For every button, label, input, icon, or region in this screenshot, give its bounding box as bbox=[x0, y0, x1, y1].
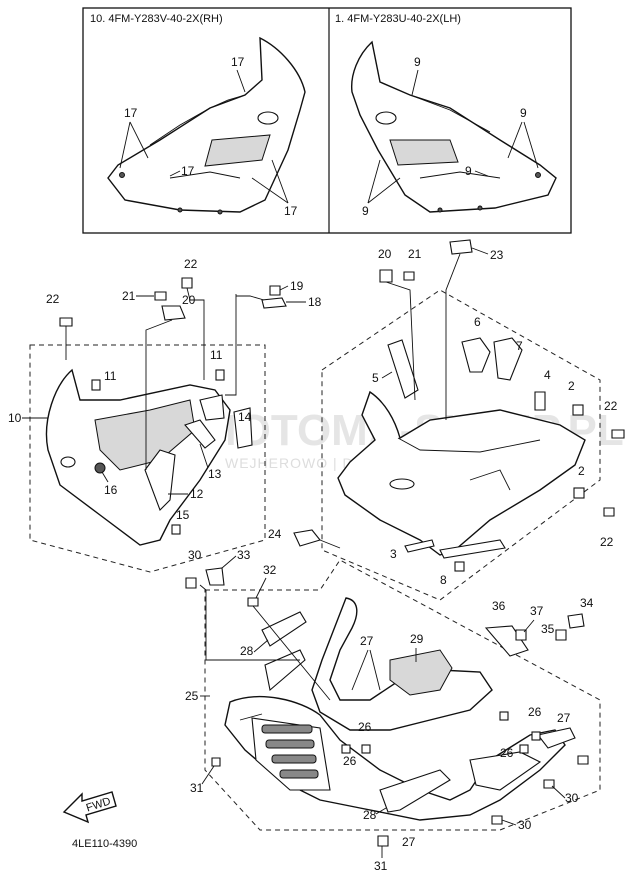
callout-9: 9 bbox=[362, 204, 369, 218]
callout-5: 5 bbox=[372, 371, 379, 385]
callout-22: 22 bbox=[604, 399, 618, 413]
callout-28: 28 bbox=[240, 644, 254, 658]
callout-27: 27 bbox=[557, 711, 571, 725]
callout-21: 21 bbox=[408, 247, 422, 261]
callout-31: 31 bbox=[190, 781, 204, 795]
callout-20: 20 bbox=[182, 293, 196, 307]
callout-31: 31 bbox=[374, 859, 388, 873]
inset-frame bbox=[82, 7, 572, 234]
callout-27: 27 bbox=[360, 634, 374, 648]
callout-30: 30 bbox=[565, 791, 579, 805]
callout-21: 21 bbox=[122, 289, 136, 303]
callout-2: 2 bbox=[578, 464, 585, 478]
callout-17: 17 bbox=[181, 164, 195, 178]
callout-25: 25 bbox=[185, 689, 199, 703]
callout-2: 2 bbox=[568, 379, 575, 393]
callout-11: 11 bbox=[210, 348, 223, 362]
callout-3: 3 bbox=[390, 547, 397, 561]
callout-9: 9 bbox=[414, 55, 421, 69]
callout-34: 34 bbox=[580, 596, 594, 610]
callout-6: 6 bbox=[474, 315, 481, 329]
rh-side-fairing bbox=[107, 36, 306, 215]
callout-9: 9 bbox=[520, 106, 527, 120]
callout-23: 23 bbox=[490, 248, 504, 262]
diagram-code: 4LE110-4390 bbox=[72, 838, 137, 850]
callout-7: 7 bbox=[516, 339, 523, 353]
callout-30: 30 bbox=[518, 818, 532, 832]
callout-16: 16 bbox=[104, 483, 118, 497]
arrow-icon bbox=[62, 791, 117, 824]
rh-fairing-group bbox=[29, 277, 287, 573]
callout-8: 8 bbox=[440, 573, 447, 587]
callout-9: 9 bbox=[465, 164, 472, 178]
callout-12: 12 bbox=[190, 487, 204, 501]
group-outline-lower bbox=[204, 559, 601, 831]
callout-24: 24 bbox=[268, 527, 282, 541]
lh-fairing-group bbox=[293, 239, 625, 601]
callout-26: 26 bbox=[358, 720, 372, 734]
callout-14: 14 bbox=[238, 410, 252, 424]
callout-17: 17 bbox=[124, 106, 138, 120]
callout-18: 18 bbox=[308, 295, 322, 309]
callout-19: 19 bbox=[290, 279, 304, 293]
forward-direction-arrow: FWD bbox=[62, 791, 117, 824]
callout-32: 32 bbox=[263, 563, 277, 577]
callout-4: 4 bbox=[544, 368, 551, 382]
group-outline-lh bbox=[321, 289, 601, 601]
callout-26: 26 bbox=[343, 754, 357, 768]
inset-header-lh: 1. 4FM-Y283U-40-2X(LH) bbox=[335, 13, 461, 25]
callout-37: 37 bbox=[530, 604, 544, 618]
callout-10: 10 bbox=[8, 411, 22, 425]
callout-26: 26 bbox=[528, 705, 542, 719]
callout-29: 29 bbox=[410, 632, 424, 646]
callout-17: 17 bbox=[231, 55, 245, 69]
inset-header-rh: 10. 4FM-Y283V-40-2X(RH) bbox=[90, 13, 223, 25]
lh-side-fairing bbox=[351, 40, 557, 213]
callout-36: 36 bbox=[492, 599, 506, 613]
callout-13: 13 bbox=[208, 467, 222, 481]
callout-11: 11 bbox=[104, 369, 117, 383]
callout-35: 35 bbox=[541, 622, 555, 636]
callout-28: 28 bbox=[363, 808, 377, 822]
group-outline-rh bbox=[29, 344, 266, 573]
callout-22: 22 bbox=[600, 535, 614, 549]
callout-20: 20 bbox=[378, 247, 392, 261]
callout-33: 33 bbox=[237, 548, 251, 562]
callout-27: 27 bbox=[402, 835, 416, 849]
callout-17: 17 bbox=[284, 204, 298, 218]
callout-30: 30 bbox=[188, 548, 202, 562]
callout-22: 22 bbox=[46, 292, 60, 306]
inset-box: 10. 4FM-Y283V-40-2X(RH) 1. 4FM-Y283U-40-… bbox=[82, 7, 572, 234]
callout-15: 15 bbox=[176, 508, 190, 522]
callout-22: 22 bbox=[184, 257, 198, 271]
callout-26: 26 bbox=[500, 746, 514, 760]
under-cowling-group bbox=[185, 559, 601, 847]
